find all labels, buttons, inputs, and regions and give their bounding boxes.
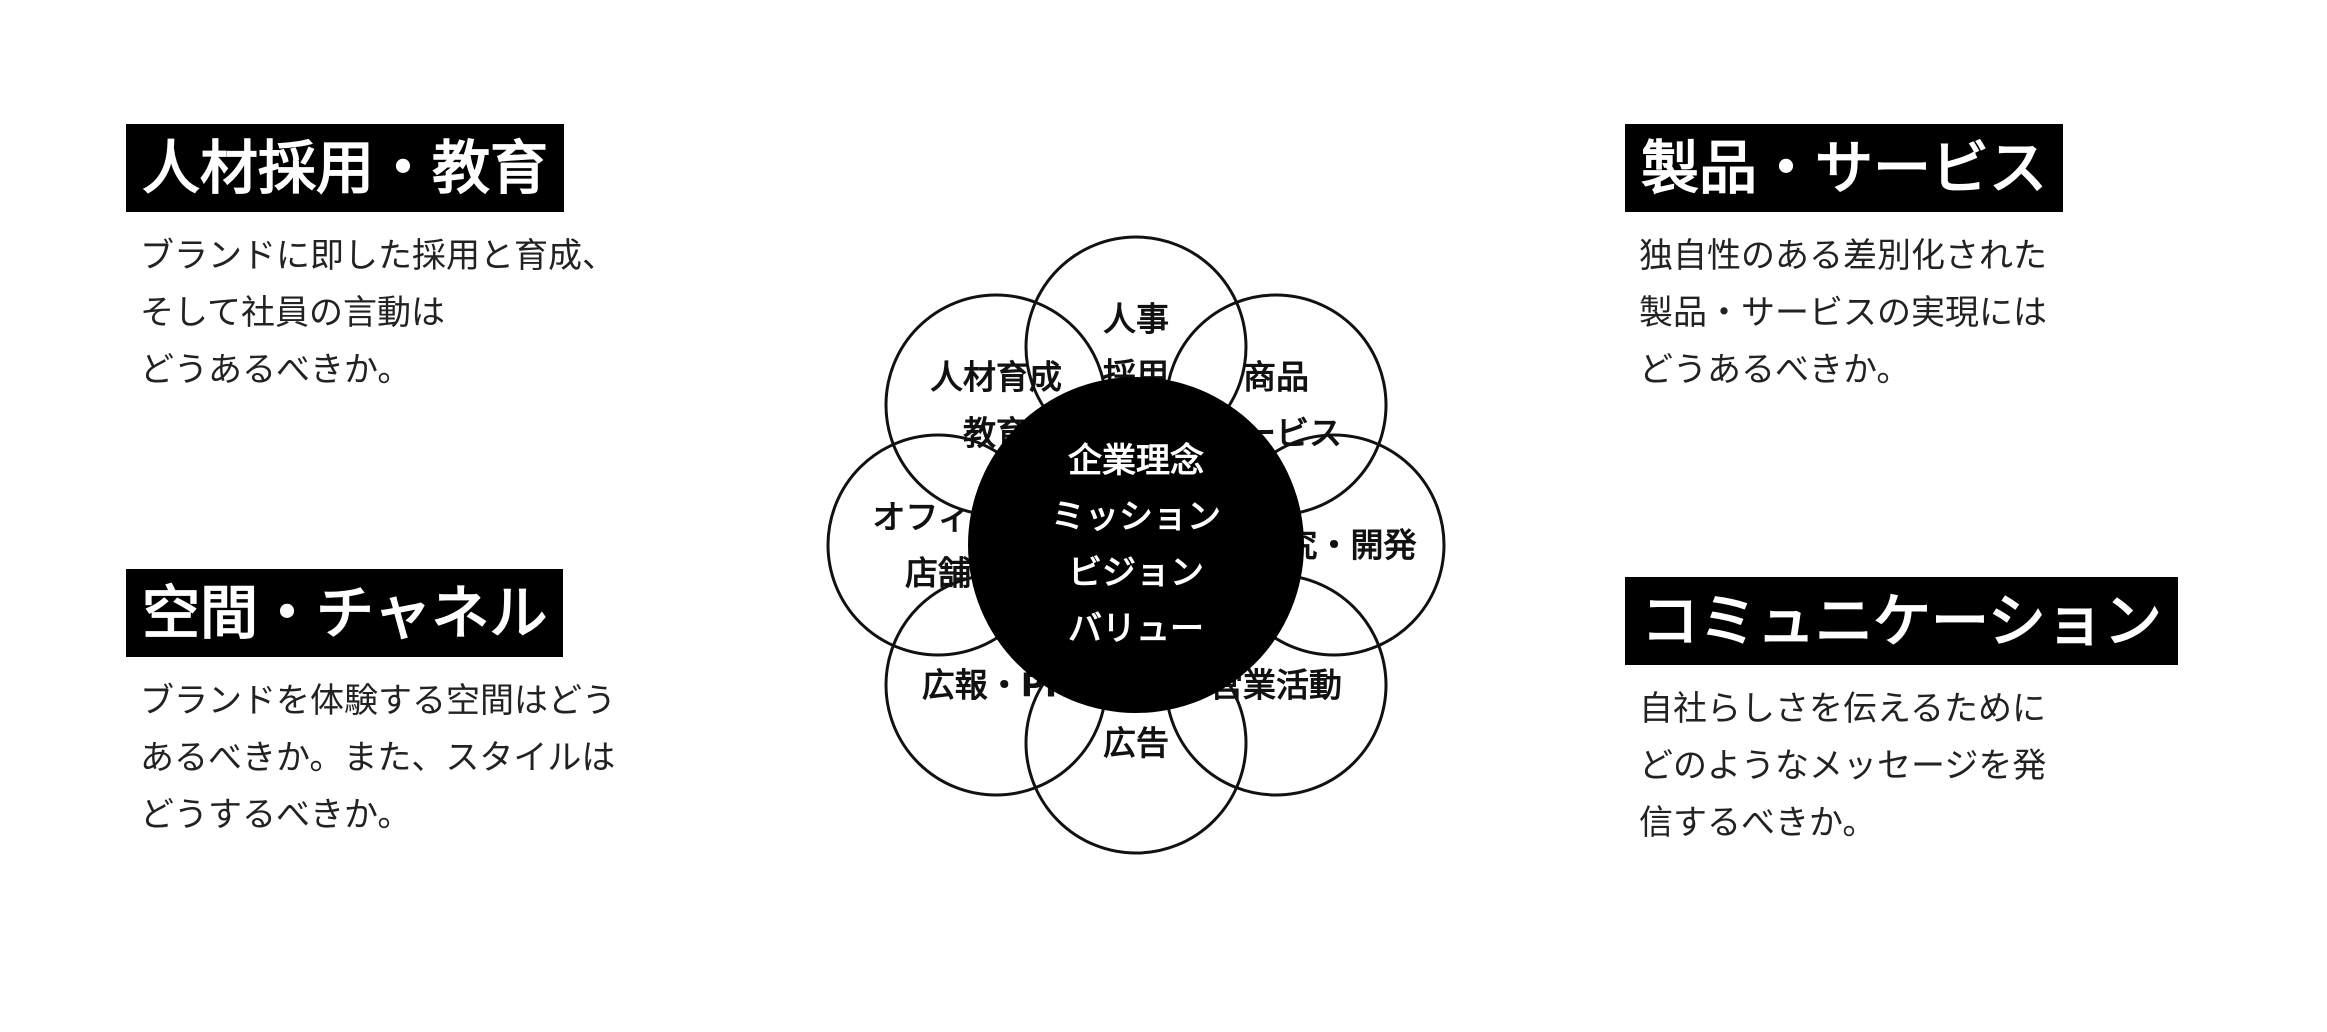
core-label: ミッション bbox=[1051, 497, 1221, 537]
section-description: 自社らしさを伝えるために どのようなメッセージを発 信するべきか。 bbox=[1625, 681, 2178, 852]
section-heading: 人材採用・教育 bbox=[126, 124, 565, 212]
description-line: どうするべきか。 bbox=[140, 795, 412, 835]
description-line: そして社員の言動は bbox=[140, 293, 445, 333]
section-description: ブランドを体験する空間はどう あるべきか。また、スタイルは どうするべきか。 bbox=[126, 673, 616, 844]
core-label: ビジョン bbox=[1068, 553, 1204, 593]
petal-label: 人材育成 bbox=[930, 357, 1062, 396]
description-line: あるべきか。また、スタイルは bbox=[140, 738, 616, 778]
section-communication: コミュニケーション 自社らしさを伝えるために どのようなメッセージを発 信するべ… bbox=[1625, 577, 2178, 852]
description-line: 製品・サービスの実現には bbox=[1639, 293, 2047, 333]
core-label: バリュー bbox=[1068, 609, 1204, 649]
petal-label: 広告 bbox=[1103, 724, 1169, 763]
section-heading: 空間・チャネル bbox=[126, 569, 564, 657]
core-label: 企業理念 bbox=[1068, 441, 1204, 481]
description-line: ブランドに即した採用と育成、 bbox=[140, 236, 616, 276]
description-line: ブランドを体験する空間はどう bbox=[140, 681, 616, 721]
description-line: どうあるべきか。 bbox=[1639, 350, 1911, 390]
section-description: 独自性のある差別化された 製品・サービスの実現には どうあるべきか。 bbox=[1625, 228, 2063, 399]
description-line: 信するべきか。 bbox=[1639, 803, 1877, 843]
section-product-service: 製品・サービス 独自性のある差別化された 製品・サービスの実現には どうあるべき… bbox=[1625, 124, 2064, 399]
petal-label: 商品 bbox=[1243, 357, 1309, 396]
section-space-channel: 空間・チャネル ブランドを体験する空間はどう あるべきか。また、スタイルは どう… bbox=[126, 569, 616, 844]
description-line: どのようなメッセージを発 bbox=[1639, 746, 2047, 786]
description-line: どうあるべきか。 bbox=[140, 350, 412, 390]
petal-label: 店舗 bbox=[905, 554, 971, 593]
description-line: 独自性のある差別化された bbox=[1639, 236, 2047, 276]
description-line: 自社らしさを伝えるために bbox=[1639, 689, 2046, 729]
core-circle bbox=[968, 377, 1304, 713]
petal-label: 人事 bbox=[1103, 300, 1169, 339]
section-description: ブランドに即した採用と育成、 そして社員の言動は どうあるべきか。 bbox=[126, 228, 616, 399]
section-hr-training: 人材採用・教育 ブランドに即した採用と育成、 そして社員の言動は どうあるべきか… bbox=[126, 124, 616, 399]
section-heading: 製品・サービス bbox=[1625, 124, 2064, 212]
section-heading: コミュニケーション bbox=[1625, 577, 2178, 665]
